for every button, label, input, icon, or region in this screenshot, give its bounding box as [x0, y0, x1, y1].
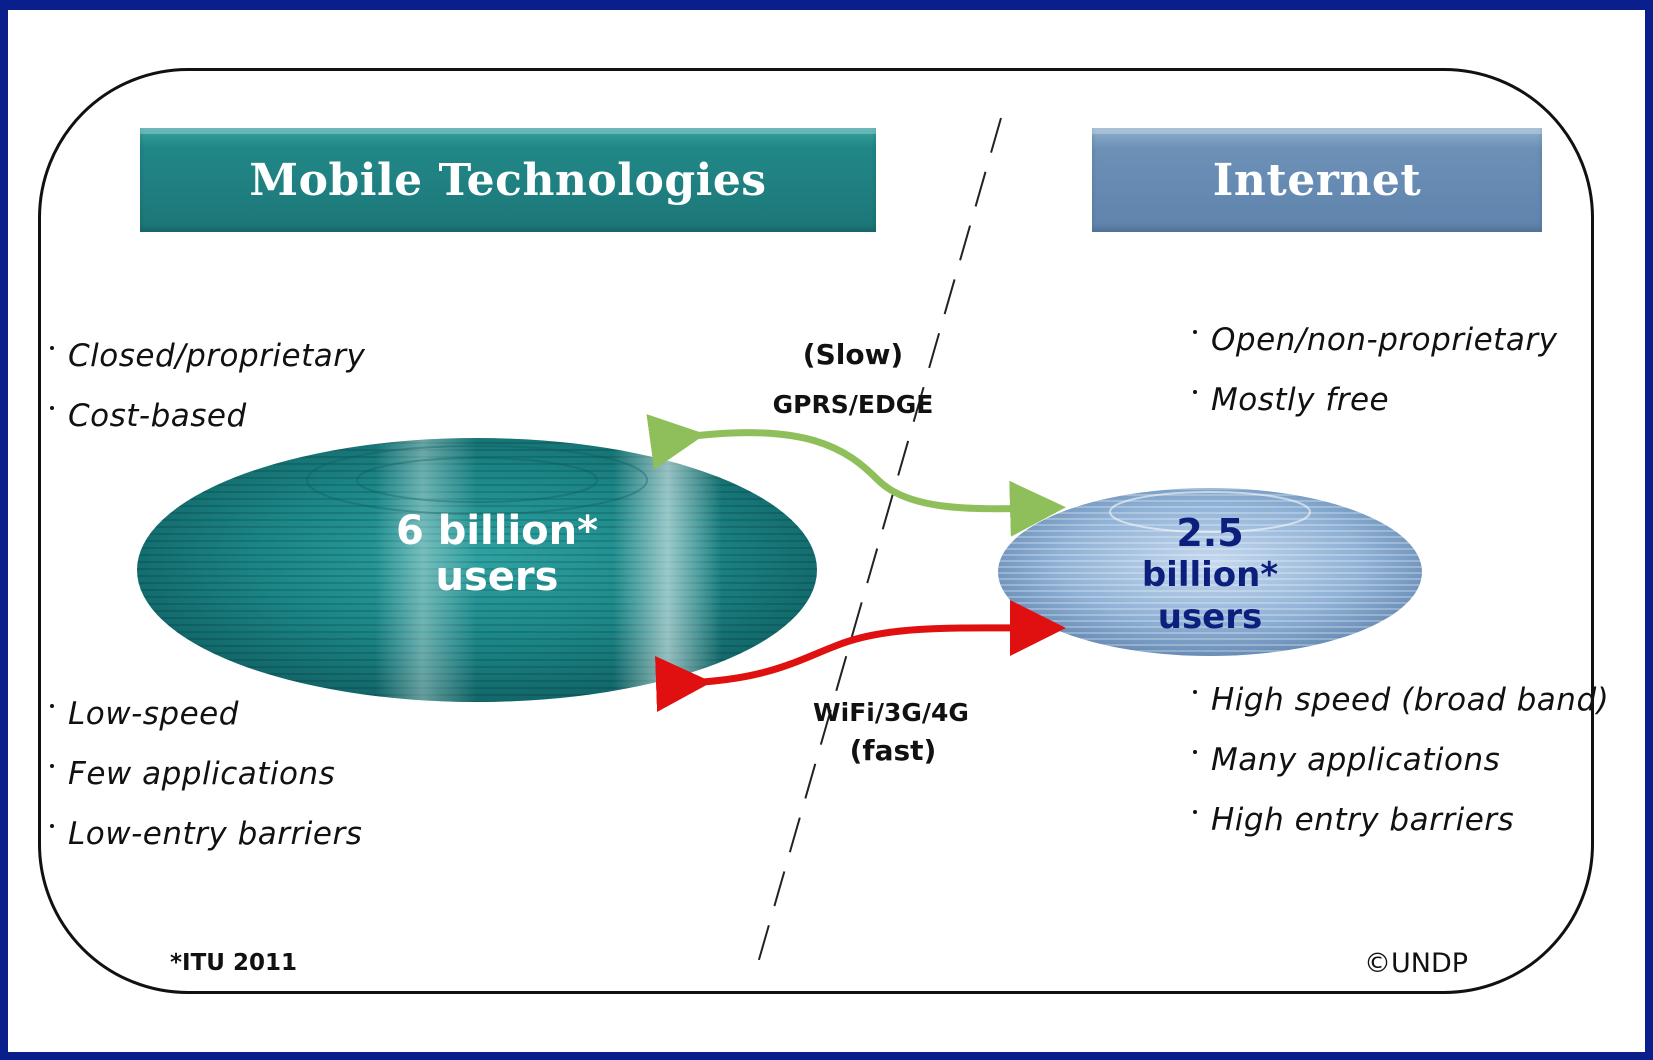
mobile-header-title: Mobile Technologies — [249, 154, 767, 206]
slow-link-arrow — [646, 414, 1066, 537]
mobile-users-count: 6 billion* — [395, 508, 599, 554]
mobile-bullet-low-speed: Low-speed — [50, 696, 239, 732]
wifi-3g-4g-label: WiFi/3G/4G — [813, 698, 969, 727]
fast-label: (fast) — [849, 734, 937, 767]
mobile-users-label: 6 billion* users — [367, 508, 627, 600]
mobile-users-word: users — [435, 554, 559, 600]
internet-users-label: 2.5 billion* users — [1120, 512, 1300, 638]
internet-users-count: 2.5 — [1176, 511, 1244, 555]
mobile-bullet-cost: Cost-based — [50, 398, 247, 434]
internet-header: Internet — [1092, 128, 1542, 232]
fast-link-arrow — [655, 599, 1066, 712]
slide: Mobile Technologies Internet Closed/prop… — [8, 10, 1645, 1052]
copyright-note: ©UNDP — [1364, 948, 1469, 979]
mobile-technologies-header: Mobile Technologies — [140, 128, 876, 232]
source-note: *ITU 2011 — [170, 950, 297, 976]
internet-users-billion: billion* — [1141, 555, 1279, 595]
internet-bullet-free: Mostly free — [1193, 382, 1389, 418]
internet-bullet-high-entry: High entry barriers — [1193, 802, 1514, 838]
mobile-bullet-low-entry: Low-entry barriers — [50, 816, 362, 852]
internet-bullet-many-apps: Many applications — [1193, 742, 1500, 778]
gprs-edge-label: GPRS/EDGE — [772, 390, 934, 419]
internet-torus — [998, 488, 1422, 656]
internet-bullet-open: Open/non-proprietary — [1193, 322, 1557, 358]
internet-bullet-high-speed: High speed (broad band) — [1193, 682, 1609, 718]
mobile-bullet-closed: Closed/proprietary — [50, 338, 365, 374]
divider-line — [755, 117, 1002, 971]
diagram-canvas — [137, 117, 1422, 971]
internet-users-word: users — [1157, 597, 1263, 637]
mobile-bullet-few-apps: Few applications — [50, 756, 335, 792]
internet-header-title: Internet — [1212, 154, 1422, 206]
slow-label: (Slow) — [802, 338, 904, 371]
